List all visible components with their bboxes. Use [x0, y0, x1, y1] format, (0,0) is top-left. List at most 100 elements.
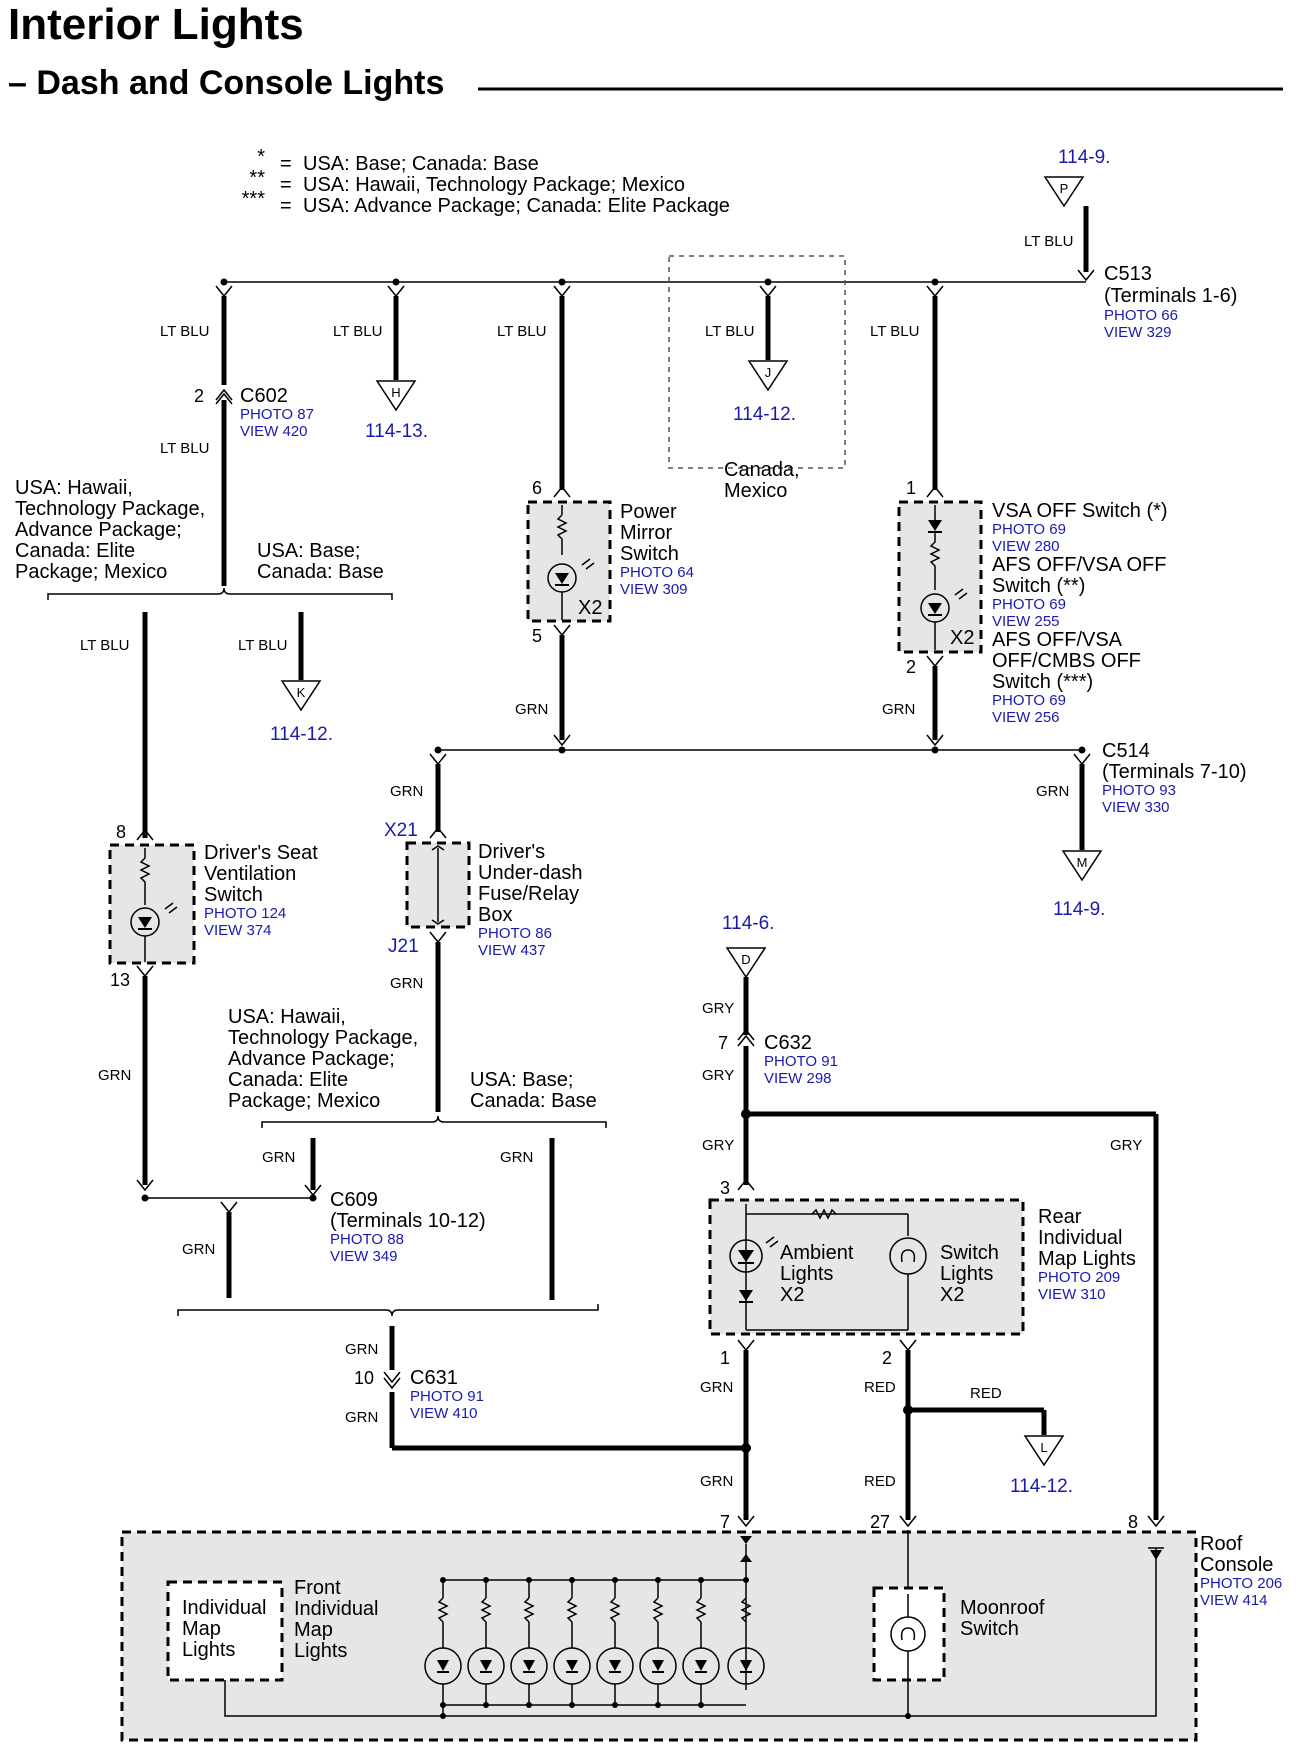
- svg-text:Ambient: Ambient: [780, 1242, 854, 1264]
- svg-text:GRY: GRY: [702, 1137, 734, 1154]
- svg-text:Technology Package,: Technology Package,: [228, 1027, 418, 1049]
- svg-text:LT BLU: LT BLU: [333, 323, 382, 340]
- wire-label: LT BLU: [1024, 233, 1073, 250]
- svg-text:D: D: [741, 952, 750, 967]
- svg-text:Ventilation: Ventilation: [204, 863, 296, 885]
- svg-text:Canada: Base: Canada: Base: [257, 561, 384, 583]
- svg-text:VSA OFF Switch (*): VSA OFF Switch (*): [992, 500, 1168, 522]
- svg-text:LT BLU: LT BLU: [705, 323, 754, 340]
- individual-map-lights-box: [166, 1580, 284, 1682]
- svg-text:8: 8: [116, 822, 126, 842]
- svg-text:(Terminals 10-12): (Terminals 10-12): [330, 1210, 486, 1232]
- svg-text:J: J: [765, 365, 772, 380]
- svg-text:Canada,: Canada,: [724, 459, 800, 481]
- svg-text:GRN: GRN: [1036, 783, 1069, 800]
- svg-text:VIEW 330: VIEW 330: [1102, 799, 1170, 816]
- svg-text:X21: X21: [384, 820, 418, 841]
- svg-text:VIEW 309: VIEW 309: [620, 581, 688, 598]
- ref-triangle-p: [1043, 176, 1085, 208]
- svg-text:Canada: Base: Canada: Base: [470, 1090, 597, 1112]
- svg-text:LT BLU: LT BLU: [160, 323, 209, 340]
- svg-text:1: 1: [720, 1348, 730, 1368]
- svg-text:(Terminals 7-10): (Terminals 7-10): [1102, 761, 1246, 783]
- svg-text:K: K: [297, 685, 306, 700]
- j-branch: LT BLU J 114-12. Canada, Mexico: [668, 255, 846, 502]
- svg-text:10: 10: [354, 1368, 374, 1388]
- led-array: [424, 1577, 765, 1705]
- svg-text:C514: C514: [1102, 740, 1150, 762]
- svg-text:LT BLU: LT BLU: [870, 323, 919, 340]
- svg-text:PHOTO 124: PHOTO 124: [204, 905, 286, 922]
- ambient-light-bulb-icon: [729, 1239, 763, 1273]
- ref-l: 114-12.: [1010, 1476, 1073, 1497]
- legend-sym-3: ***: [242, 188, 266, 210]
- svg-text:Switch: Switch: [940, 1242, 999, 1264]
- svg-text:C632: C632: [764, 1032, 812, 1054]
- page-title: Interior Lights: [8, 0, 304, 49]
- ref-triangle-d: [725, 947, 767, 979]
- ref-d: 114-6.: [722, 913, 774, 934]
- legend-eq-2: =: [280, 174, 292, 196]
- ltblu-bus: P 114-9. LT BLU C513 (Terminals 1-6) PHO…: [220, 147, 1237, 341]
- svg-text:2: 2: [882, 1348, 892, 1368]
- svg-text:X2: X2: [578, 597, 602, 619]
- c602-pin: 2: [194, 386, 204, 406]
- svg-text:PHOTO 209: PHOTO 209: [1038, 1269, 1120, 1286]
- ref-triangle-m: [1061, 850, 1103, 882]
- svg-text:Moonroof: Moonroof: [960, 1597, 1045, 1619]
- svg-text:VIEW 374: VIEW 374: [204, 922, 272, 939]
- svg-text:Box: Box: [478, 904, 512, 926]
- svg-text:AFS OFF/VSA OFF: AFS OFF/VSA OFF: [992, 554, 1166, 576]
- svg-text:Package; Mexico: Package; Mexico: [15, 561, 167, 583]
- svg-text:PHOTO 69: PHOTO 69: [992, 596, 1066, 613]
- triangle-p-label: P: [1060, 181, 1069, 196]
- svg-text:Package; Mexico: Package; Mexico: [228, 1090, 380, 1112]
- svg-text:RED: RED: [864, 1473, 896, 1490]
- svg-text:7: 7: [720, 1512, 730, 1532]
- svg-text:PHOTO 69: PHOTO 69: [992, 521, 1066, 538]
- seat-vent-switch-box: [108, 843, 196, 965]
- svg-text:Mexico: Mexico: [724, 480, 787, 502]
- c513-sub: (Terminals 1-6): [1104, 285, 1237, 307]
- svg-text:Console: Console: [1200, 1554, 1273, 1576]
- svg-text:Technology Package,: Technology Package,: [15, 498, 205, 520]
- grn-bus: GRN C514 (Terminals 7-10) PHOTO 93 VIEW …: [434, 740, 1246, 920]
- svg-text:X2: X2: [950, 627, 974, 649]
- svg-text:Individual: Individual: [294, 1598, 379, 1620]
- ref-p: 114-9.: [1058, 147, 1110, 168]
- svg-text:Canada: Elite: Canada: Elite: [228, 1069, 348, 1091]
- svg-text:VIEW 256: VIEW 256: [992, 709, 1060, 726]
- ref-m: 114-9.: [1053, 899, 1105, 920]
- c602-photo: PHOTO 87: [240, 406, 314, 423]
- ref-triangle-h: [375, 380, 417, 412]
- svg-text:PHOTO 69: PHOTO 69: [992, 692, 1066, 709]
- svg-text:GRN: GRN: [345, 1409, 378, 1426]
- svg-text:GRN: GRN: [345, 1341, 378, 1358]
- legend-sym-1: *: [257, 146, 265, 168]
- ref-triangle-k: [280, 680, 322, 712]
- svg-text:GRN: GRN: [700, 1379, 733, 1396]
- ref-triangle-l: [1023, 1435, 1065, 1467]
- svg-text:VIEW 255: VIEW 255: [992, 613, 1060, 630]
- c513-view: VIEW 329: [1104, 324, 1172, 341]
- svg-text:Lights: Lights: [294, 1640, 347, 1662]
- svg-text:RED: RED: [970, 1385, 1002, 1402]
- vsa-branch: LT BLU 1 X2 2 GRN VSA OFF Switch (*) PHO…: [870, 285, 1168, 747]
- legend-sym-2: **: [249, 167, 265, 189]
- fuse-box-branch: GRN X21 J21 GRN Driver's Under-dash Fuse…: [228, 753, 607, 1300]
- svg-text:2: 2: [906, 657, 916, 677]
- vsa-switch-box: [897, 500, 983, 654]
- svg-text:VIEW 437: VIEW 437: [478, 942, 546, 959]
- svg-text:PHOTO 206: PHOTO 206: [1200, 1575, 1282, 1592]
- svg-text:C609: C609: [330, 1189, 378, 1211]
- svg-text:PHOTO 88: PHOTO 88: [330, 1231, 404, 1248]
- svg-text:GRN: GRN: [882, 701, 915, 718]
- c513-photo: PHOTO 66: [1104, 307, 1178, 324]
- svg-text:Under-dash: Under-dash: [478, 862, 583, 884]
- svg-text:Switch (***): Switch (***): [992, 671, 1093, 693]
- svg-text:X2: X2: [940, 1284, 964, 1306]
- svg-text:Lights: Lights: [182, 1639, 235, 1661]
- ref-triangle-j: [747, 360, 789, 392]
- svg-text:LT BLU: LT BLU: [160, 440, 209, 457]
